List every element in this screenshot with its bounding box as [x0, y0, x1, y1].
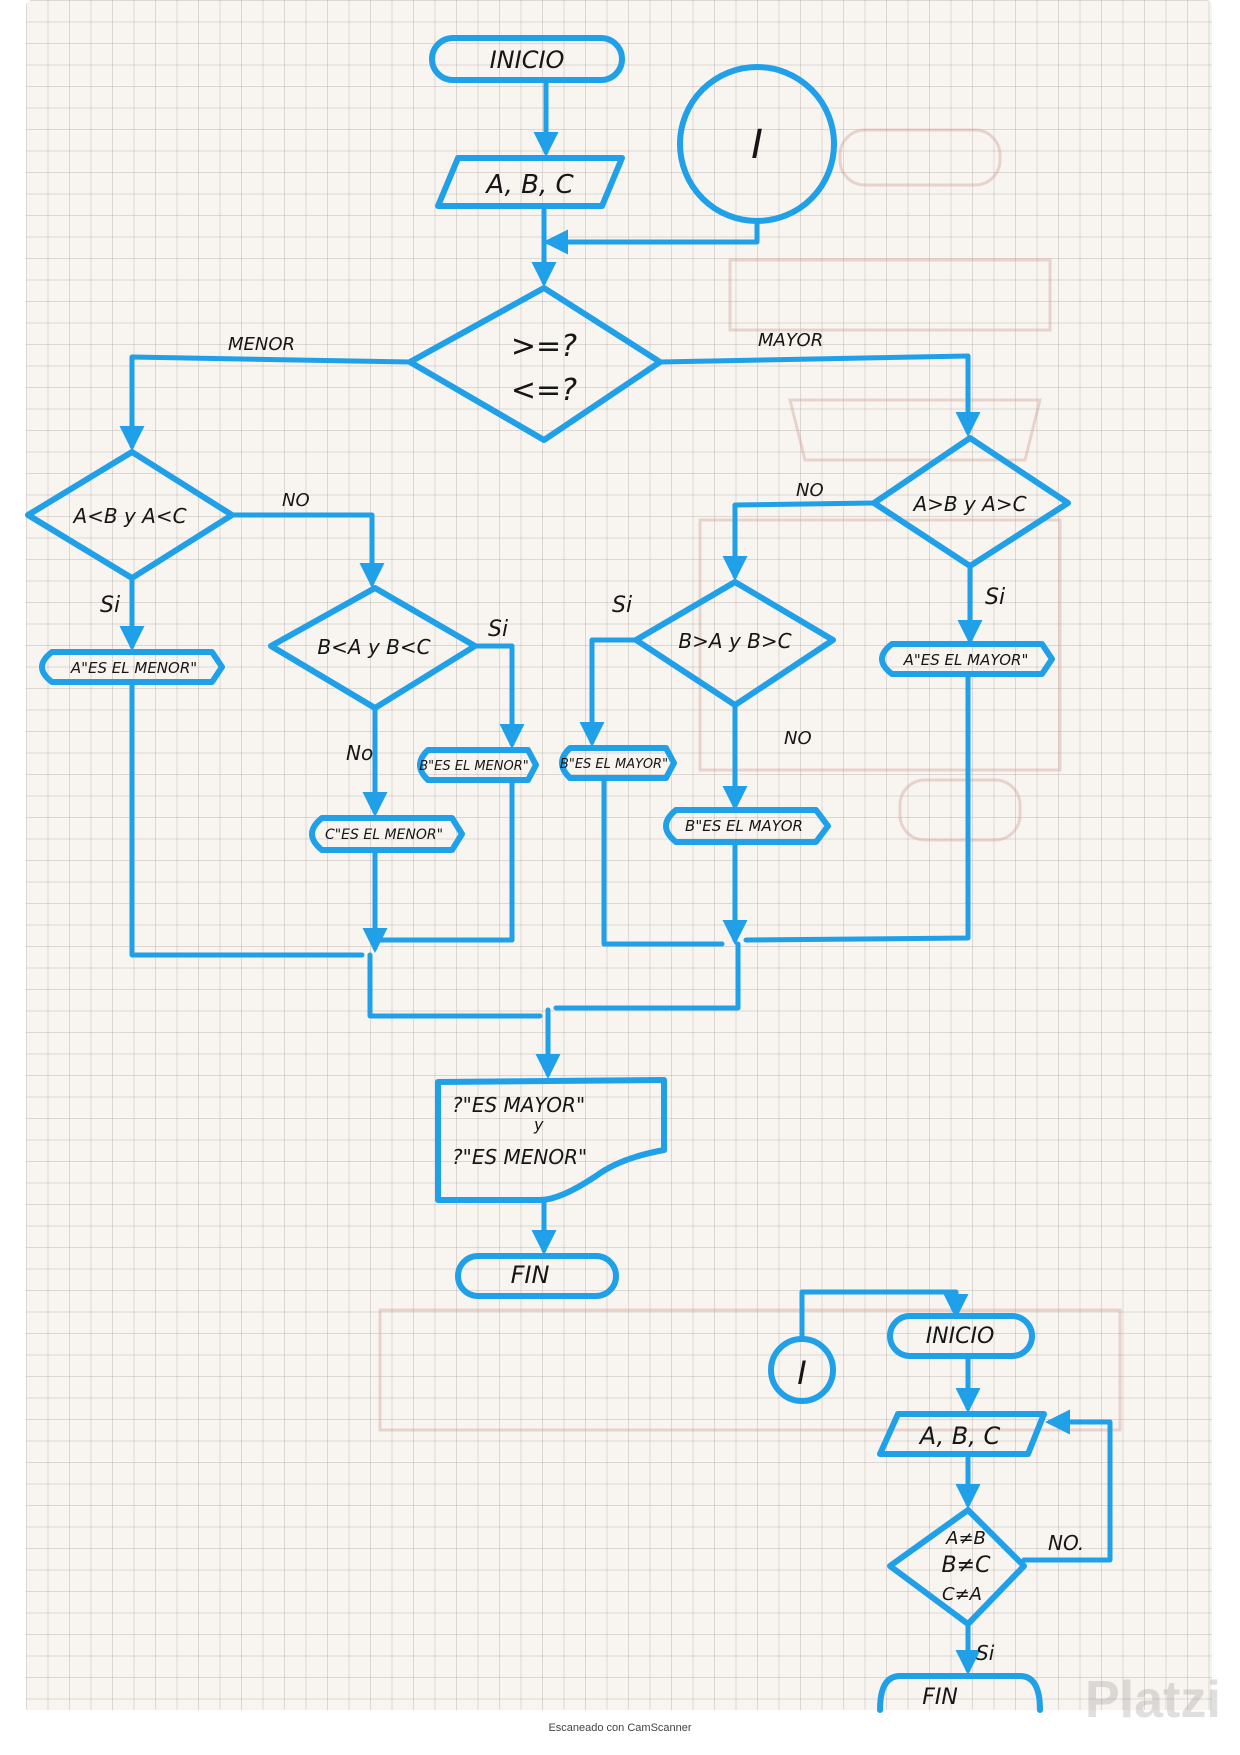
decision-b-menor-label-text: B<A y B<C: [317, 635, 430, 659]
sub-flow-connector: [799, 1289, 969, 1342]
compare-decision: [407, 285, 663, 443]
output-a-menor-label: A"ES EL MENOR": [70, 659, 197, 677]
flow-branch-menor: [119, 354, 413, 451]
dec-a-menor-si-label: Si: [100, 593, 120, 618]
compare-line1: >=?: [511, 329, 577, 364]
dec-a-menor-no-label: NO: [282, 490, 310, 511]
sub-check-1: A≠B: [945, 1528, 986, 1549]
decision-b-mayor-label: B>A y B>C: [678, 629, 791, 653]
sub-input-parallelogram: [877, 1411, 1047, 1457]
flow-merge-right: [743, 673, 971, 943]
sub-flow-no-loop: [1021, 1409, 1113, 1563]
sub-input-label: A, B, C: [918, 1422, 1001, 1450]
output-b-mayor-label: B"ES EL MAYOR: [685, 817, 803, 835]
sub-check-2: B≠C: [942, 1553, 992, 1578]
sub-connector-label: I: [797, 1354, 806, 1392]
branch-menor-label: MENOR: [228, 334, 295, 355]
sub-end-label: FIN: [922, 1685, 958, 1710]
flow-merge: [373, 779, 515, 943]
flow-join-right: [553, 941, 741, 1011]
graph-paper-sheet: [26, 0, 1212, 1710]
bleed-through-marks: [378, 128, 1122, 1432]
input-label: A, B, C: [484, 170, 574, 200]
dec-a-mayor-no-label: NO: [796, 480, 824, 501]
output-a-menor: [39, 649, 225, 685]
decision-a-mayor-label: A>B y A>C: [911, 492, 1026, 516]
flow-connector-in: [543, 219, 760, 255]
output-b-mayor-left-label: B"ES EL MAYOR": [560, 757, 668, 772]
dec-b-menor-si-label: Si: [488, 617, 508, 642]
output-b-mayor: [663, 807, 831, 845]
sub-start-label: INICIO: [926, 1324, 995, 1349]
sub-start-terminal: [887, 1313, 1035, 1359]
output-b-menor: [417, 747, 539, 783]
flow-si: [472, 643, 525, 749]
start-label: INICIO: [490, 46, 565, 74]
output-c-menor: [309, 815, 465, 853]
flow-join-left: [367, 952, 543, 1019]
document-line3: ?"ES MENOR": [452, 1145, 587, 1169]
connector-i-label: I: [751, 122, 763, 168]
dec-b-menor-no-label: No: [346, 741, 373, 765]
document-line1: ?"ES MAYOR": [452, 1093, 585, 1117]
sub-no-label: NO.: [1048, 1531, 1084, 1555]
sub-check-3: C≠A: [942, 1584, 982, 1605]
flow-merge-left: [129, 681, 365, 958]
flow-no: [229, 512, 385, 588]
end-label: FIN: [511, 1261, 550, 1289]
end-terminal: [455, 1253, 619, 1299]
output-a-mayor: [879, 641, 1055, 677]
dec-b-mayor-si-label: Si: [612, 593, 632, 618]
compare-line2: <=?: [511, 373, 577, 408]
output-c-menor-label: C"ES EL MENOR": [325, 827, 443, 843]
branch-mayor-label: MAYOR: [758, 330, 823, 351]
start-terminal: [429, 35, 625, 83]
sub-end-terminal: [877, 1673, 1043, 1713]
flow-no: [722, 500, 877, 581]
scanner-footer: Escaneado con CamScanner: [548, 1722, 692, 1734]
flow-si: [579, 637, 639, 747]
sub-yes-label: Si: [976, 1641, 995, 1665]
decision-a-menor-label: A<B y A<C: [71, 504, 186, 528]
flow-branch-mayor: [657, 353, 981, 437]
output-b-mayor-left: [559, 745, 677, 781]
flow-merge: [601, 777, 725, 947]
dec-b-mayor-no-label: NO: [784, 728, 812, 749]
input-parallelogram: [435, 155, 625, 209]
platzi-watermark: Platzi: [1085, 1671, 1221, 1729]
document-line2: y: [533, 1115, 544, 1134]
dec-a-mayor-si-label: Si: [985, 585, 1005, 610]
output-b-menor-label: B"ES EL MENOR": [419, 759, 528, 774]
output-a-mayor-label: A"ES EL MAYOR": [903, 651, 1029, 669]
